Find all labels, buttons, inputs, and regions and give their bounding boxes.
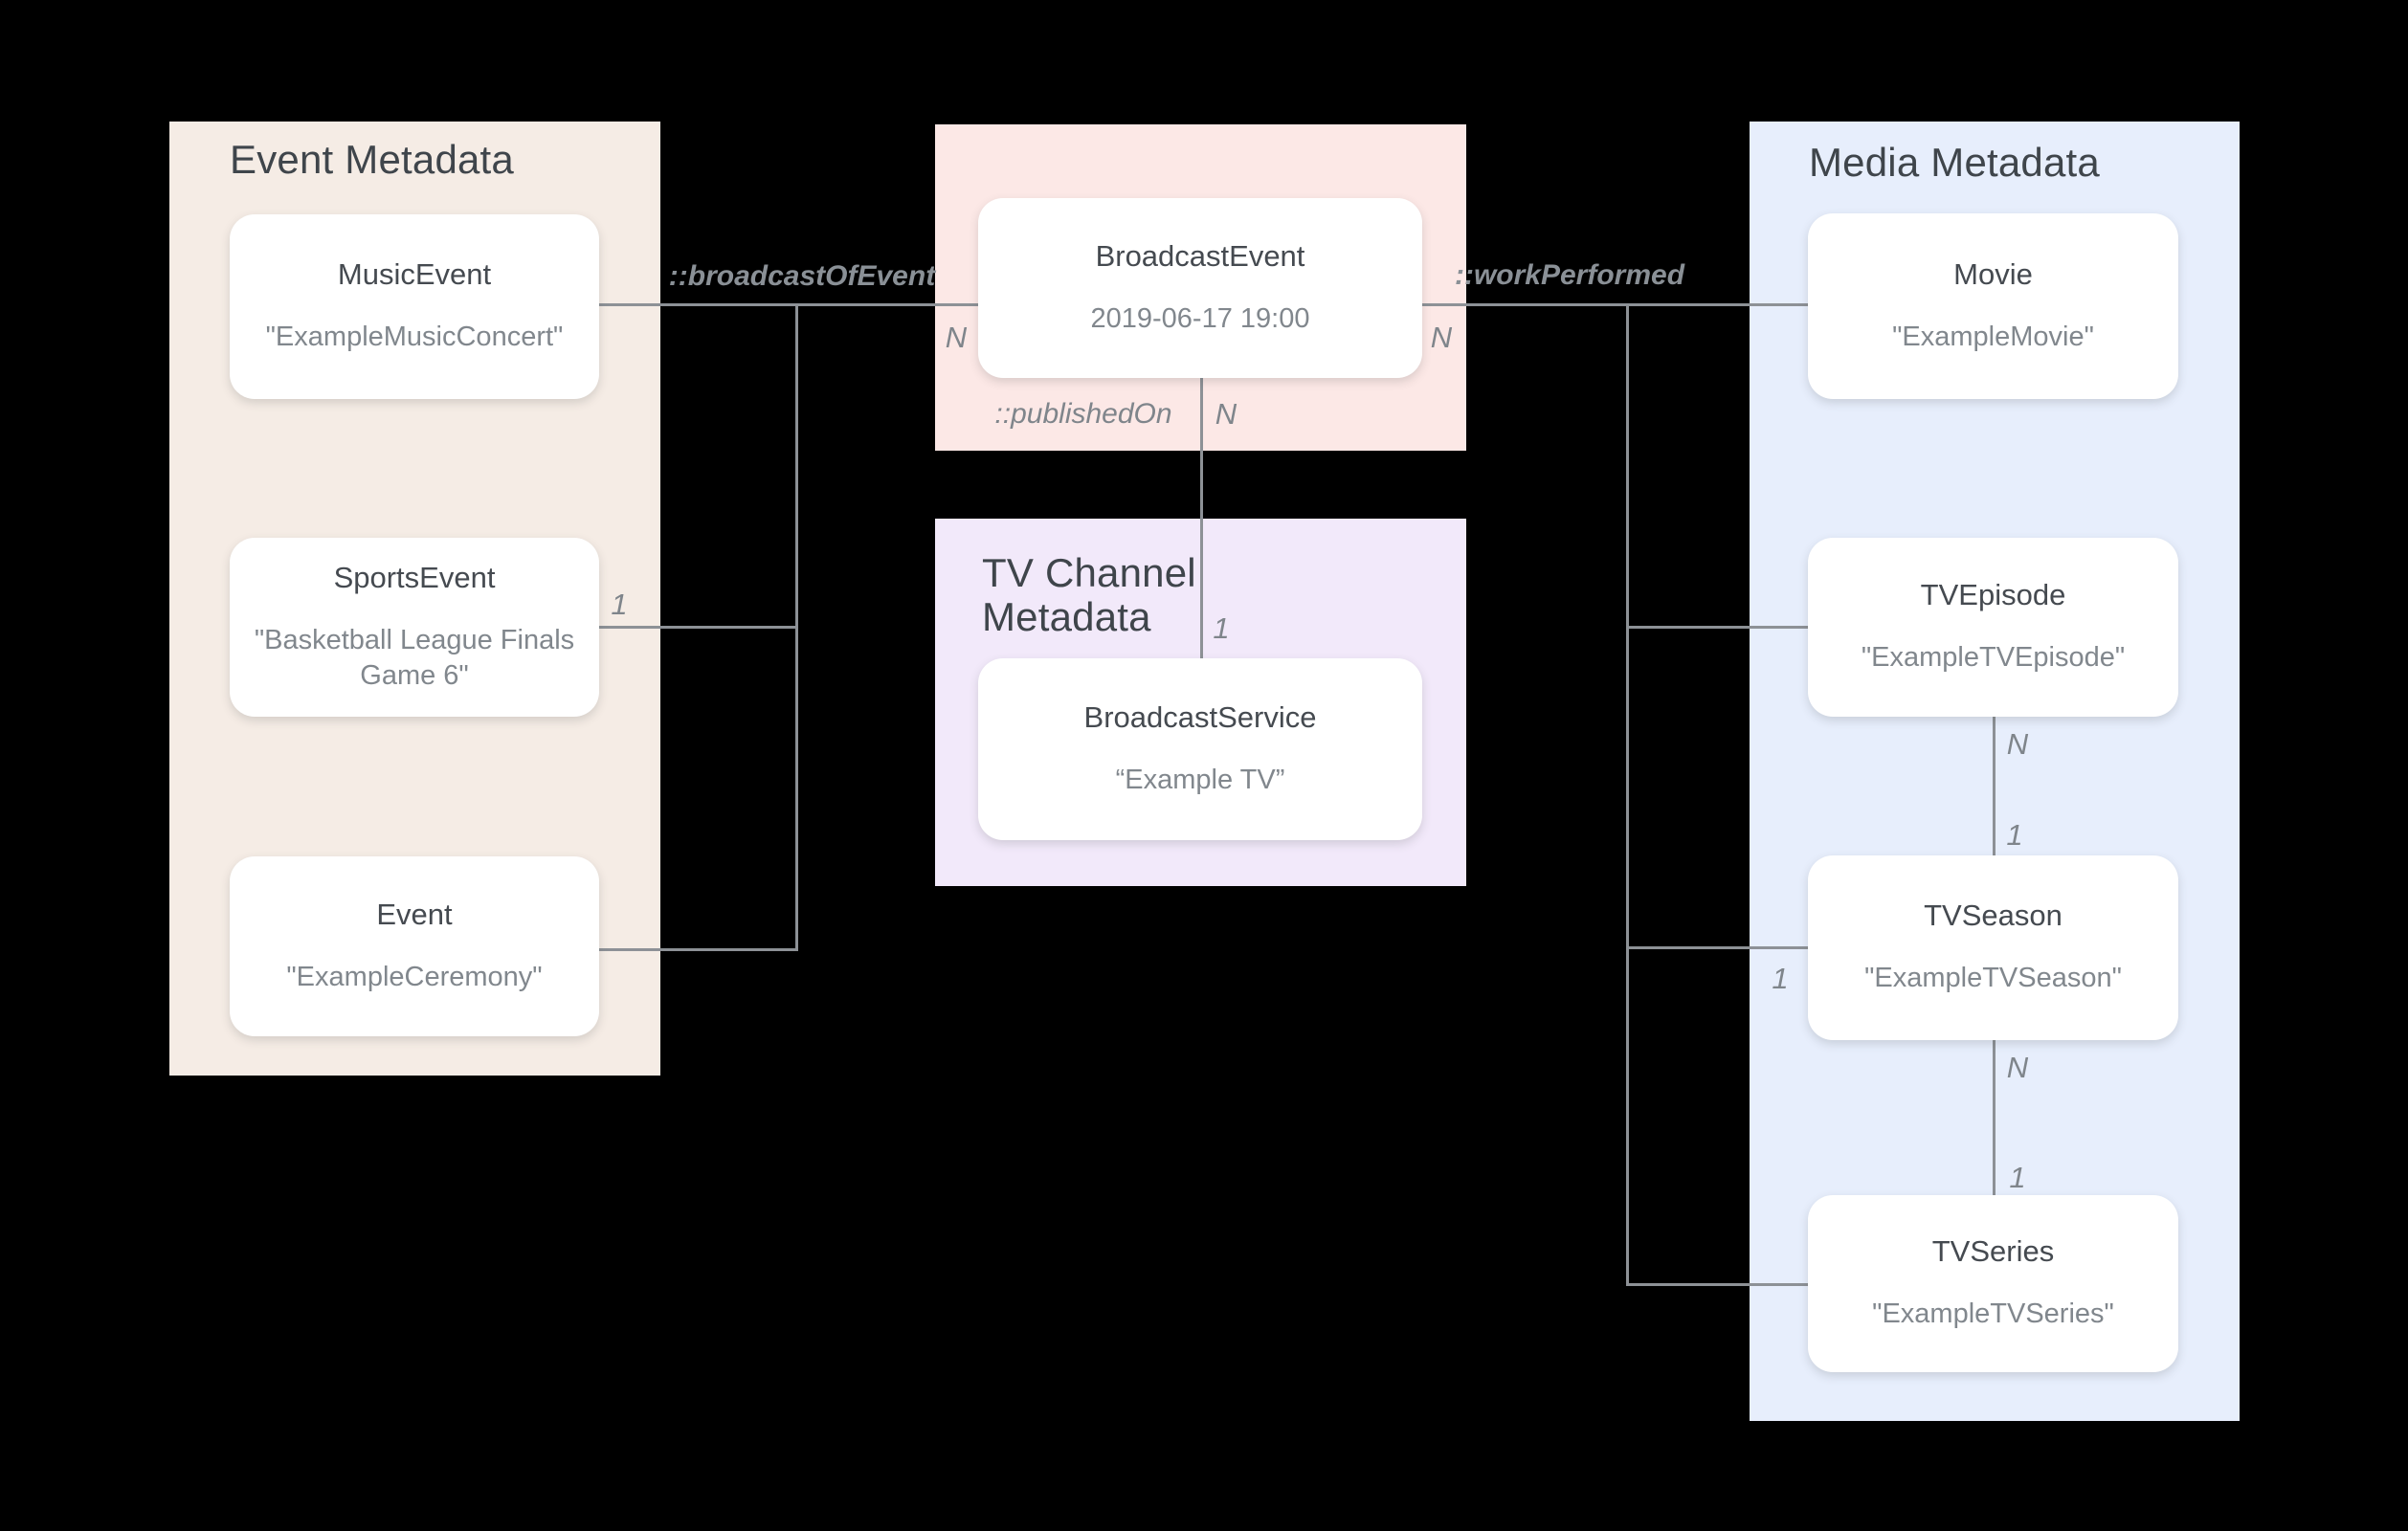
node-tvepisode: TVEpisode "ExampleTVEpisode" <box>1808 538 2178 717</box>
node-tvseries: TVSeries "ExampleTVSeries" <box>1808 1195 2178 1372</box>
relation-broadcastofevent-label: ::broadcastOfEvent <box>668 260 936 292</box>
node-tvseries-value: "ExampleTVSeries" <box>1872 1298 2114 1329</box>
connector-publishedon <box>1200 378 1203 662</box>
node-broadcastservice-value: “Example TV” <box>1115 764 1285 795</box>
node-broadcastevent: BroadcastEvent 2019-06-17 19:00 <box>978 198 1422 378</box>
node-sportsevent-value: "Basketball League Finals Game 6" <box>254 624 575 691</box>
connector-tvseason-tvseries <box>1993 1040 1996 1195</box>
connector-tvepisode-tvseason <box>1993 717 1996 855</box>
connector-tvepisode-branch <box>1626 626 1808 629</box>
node-broadcastevent-type: BroadcastEvent <box>1095 238 1305 273</box>
node-tvseries-type: TVSeries <box>1931 1234 2055 1268</box>
node-tvepisode-type: TVEpisode <box>1920 578 2066 611</box>
cardinality-n-tvepisode-tvseason: N <box>2006 727 2029 761</box>
node-event-type: Event <box>376 897 453 931</box>
connector-broadcastevent-movie <box>1422 303 1808 306</box>
node-broadcastservice: BroadcastService “Example TV” <box>978 658 1422 840</box>
node-sportsevent: SportsEvent "Basketball League Finals Ga… <box>230 538 599 717</box>
node-movie: Movie "ExampleMovie" <box>1808 213 2178 399</box>
node-musicevent-value: "ExampleMusicConcert" <box>265 322 564 352</box>
node-movie-type: Movie <box>1953 256 2033 291</box>
connector-event-branch <box>599 948 798 951</box>
media-metadata-heading: Media Metadata <box>1809 140 2100 185</box>
tv-channel-metadata-heading: TV Channel Metadata <box>982 550 1196 639</box>
cardinality-1-tvepisode-tvseason: 1 <box>2006 818 2023 852</box>
node-tvseason-type: TVSeason <box>1924 899 2062 932</box>
node-event-value: "ExampleCeremony" <box>286 961 543 992</box>
node-tvseason: TVSeason "ExampleTVSeason" <box>1808 855 2178 1040</box>
cardinality-1-sportsevent: 1 <box>611 588 628 621</box>
node-tvepisode-value: "ExampleTVEpisode" <box>1861 642 2126 673</box>
node-broadcastservice-type: BroadcastService <box>1083 699 1317 734</box>
node-movie-value: "ExampleMovie" <box>1892 321 2094 352</box>
node-event: Event "ExampleCeremony" <box>230 856 599 1036</box>
cardinality-n-tvseason-tvseries: N <box>2006 1051 2029 1084</box>
connector-sportsevent-branch <box>599 626 798 629</box>
connector-right-trunk <box>1626 303 1629 1286</box>
cardinality-1-tvseason-branch: 1 <box>1772 962 1789 995</box>
connector-tvseason-branch <box>1626 946 1808 949</box>
cardinality-n-publishedon: N <box>1215 397 1237 431</box>
node-broadcastevent-value: 2019-06-17 19:00 <box>1090 302 1310 334</box>
cardinality-n-broadcastevent-right: N <box>1430 321 1453 354</box>
cardinality-n-broadcastevent-left: N <box>945 321 968 354</box>
relation-publishedon-label: ::publishedOn <box>994 398 1172 430</box>
connector-musicevent-broadcastevent <box>599 303 978 306</box>
node-musicevent: MusicEvent "ExampleMusicConcert" <box>230 214 599 399</box>
node-sportsevent-type: SportsEvent <box>333 560 496 594</box>
relation-workperformed-label: ::workPerformed <box>1454 259 1685 291</box>
connector-tvseries-branch <box>1626 1283 1808 1286</box>
event-metadata-heading: Event Metadata <box>230 137 514 182</box>
node-tvseason-value: "ExampleTVSeason" <box>1864 963 2122 993</box>
cardinality-1-publishedon: 1 <box>1213 611 1230 645</box>
node-musicevent-type: MusicEvent <box>337 257 492 291</box>
cardinality-1-tvseason-tvseries: 1 <box>2009 1161 2026 1194</box>
